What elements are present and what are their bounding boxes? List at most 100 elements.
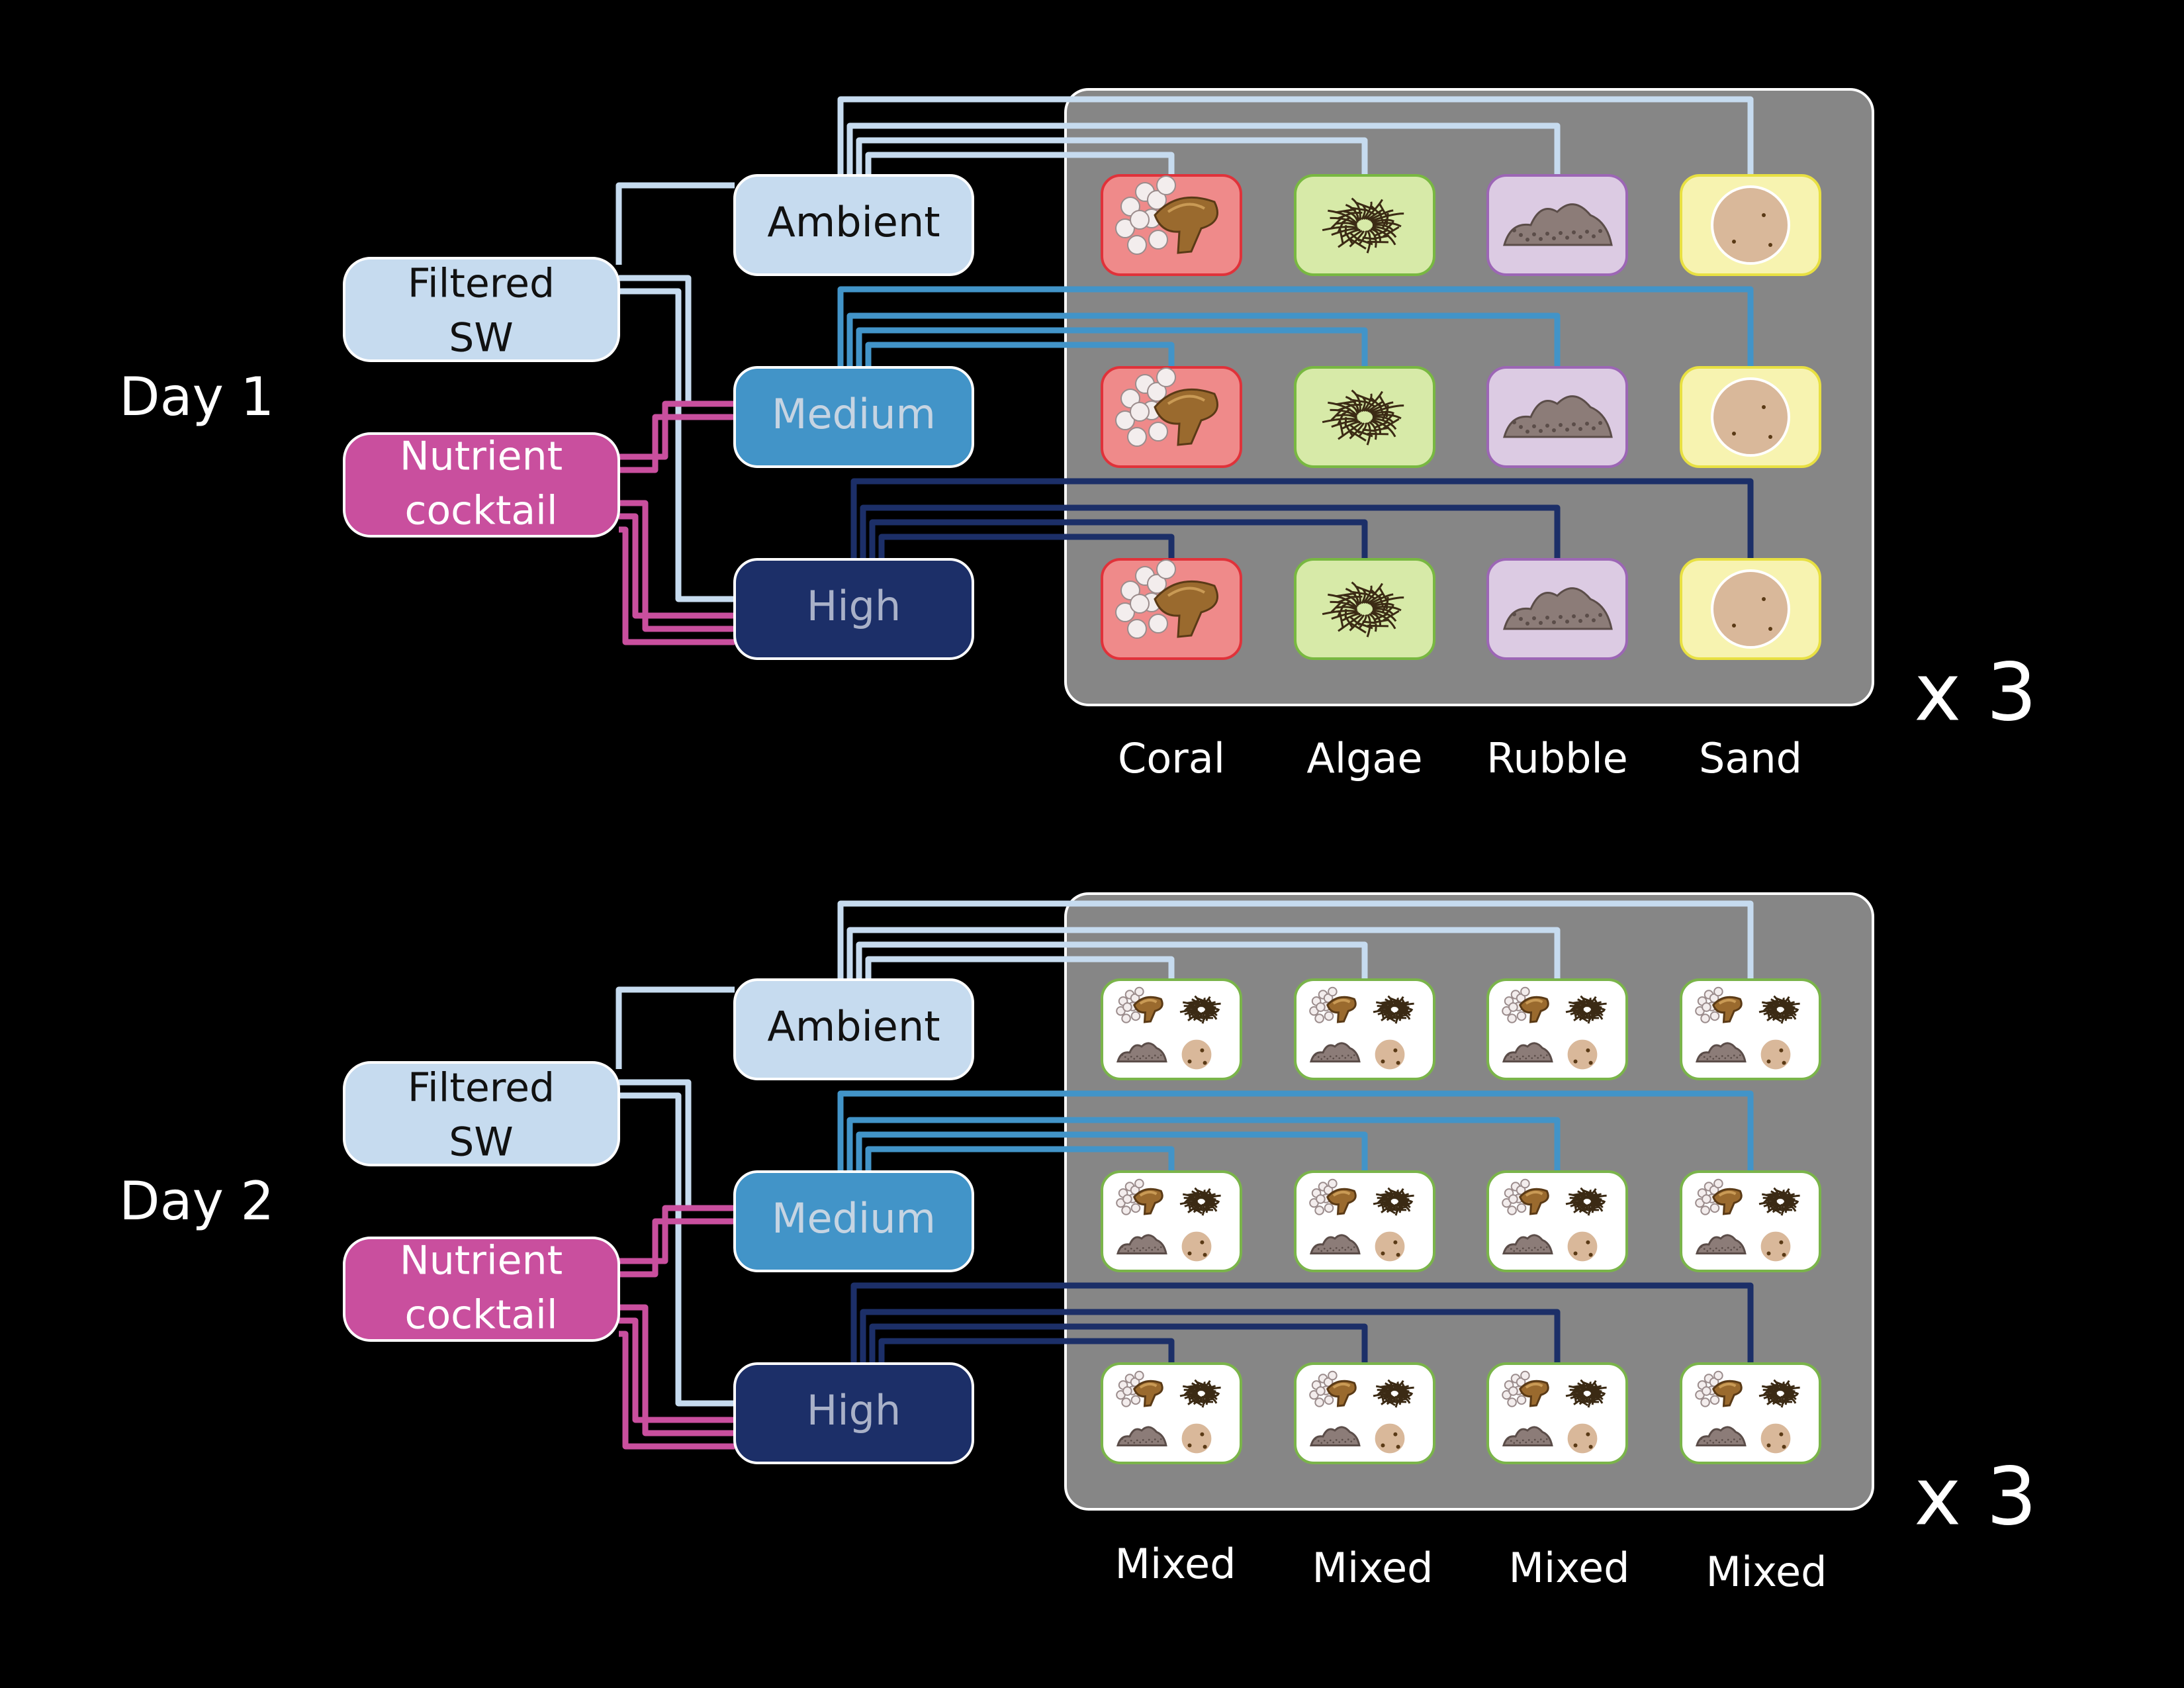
filtered-to-high: [619, 288, 735, 602]
algae-chamber: [1294, 366, 1435, 468]
substrate-label-1: Mixed: [1115, 1540, 1236, 1588]
day-label: Day 1: [119, 366, 274, 428]
sand-chamber: [1680, 558, 1821, 660]
high-treatment-box: [733, 1362, 974, 1464]
source-connectors: [615, 182, 735, 645]
pipe-row2-col4: [837, 1090, 1754, 1172]
pipe-row3-col1: [878, 534, 1175, 559]
mixed-community-icon: [1309, 1178, 1414, 1264]
filtered-sw-label-line2: SW: [449, 1119, 513, 1166]
coral-icon: [1115, 175, 1218, 255]
day2-section: FilteredSWNutrientcocktailAmbientMediumH…: [119, 892, 2037, 1596]
chamber-tile: [1294, 1170, 1435, 1272]
pipe-row1-col4: [837, 900, 1754, 980]
rubble-icon: [1503, 203, 1613, 246]
pipe-row2-col3: [846, 1117, 1561, 1172]
nutrient-to-high-3: [619, 526, 735, 645]
mixed-chamber: [1101, 978, 1242, 1080]
day1-section: FilteredSWNutrientcocktailAmbientMediumH…: [119, 88, 2037, 782]
sand-icon: [1711, 569, 1790, 649]
pipe-row2-col2: [856, 1131, 1368, 1172]
mixed-community-icon: [1695, 1370, 1800, 1456]
mixed-community-icon: [1502, 986, 1607, 1072]
pipe-row3-col3: [860, 504, 1561, 559]
filtered-sw-label-line1: Filtered: [408, 261, 555, 307]
replicates-label: x 3: [1914, 647, 2037, 739]
medium-treatment-box: [733, 366, 974, 468]
tank-panel: [1064, 892, 1874, 1511]
chamber-tile: [1680, 978, 1821, 1080]
rubble-icon: [1503, 395, 1613, 438]
substrate-label-3: Mixed: [1508, 1544, 1629, 1592]
coral-chamber: [1101, 174, 1242, 276]
nutrient-to-medium-1: [619, 1205, 735, 1264]
nutrient-to-medium-2: [619, 1218, 735, 1278]
algae-chamber: [1294, 558, 1435, 660]
pipe-row3-col4: [850, 478, 1754, 559]
substrate-label-4: Mixed: [1706, 1548, 1827, 1596]
chamber-tile: [1680, 1170, 1821, 1272]
nutrient-label-line2: cocktail: [404, 488, 557, 534]
pipe-row1-col2: [856, 941, 1368, 980]
ambient-label: Ambient: [767, 1002, 940, 1051]
pipe-row2-col1: [865, 342, 1175, 367]
nutrient-label-line1: Nutrient: [400, 434, 563, 480]
nutrient-to-high-1: [619, 1304, 735, 1436]
rubble-chamber: [1486, 366, 1628, 468]
mixed-chamber: [1101, 1170, 1242, 1272]
pipe-row2-col3: [846, 312, 1561, 367]
mixed-community-icon: [1695, 1178, 1800, 1264]
sand-chamber: [1680, 366, 1821, 468]
source-connectors: [615, 986, 735, 1450]
mixed-chamber: [1680, 978, 1821, 1080]
pipe-row3-col2: [869, 519, 1368, 559]
mixed-community-icon: [1502, 1370, 1607, 1456]
chamber-tile: [1680, 1362, 1821, 1464]
rubble-chamber: [1486, 174, 1628, 276]
filtered-sw-box: [343, 1061, 620, 1166]
chamber-tile: [1486, 978, 1628, 1080]
mixed-community-icon: [1695, 986, 1800, 1072]
mixed-chamber: [1680, 1170, 1821, 1272]
pipe-row1-col3: [846, 927, 1561, 980]
filtered-to-high: [619, 1092, 735, 1407]
nutrient-to-high-1: [619, 500, 735, 632]
pipe-row3-col1: [878, 1338, 1175, 1364]
ambient-treatment-box: [733, 978, 974, 1080]
mixed-chamber: [1294, 1362, 1435, 1464]
sand-icon: [1711, 377, 1790, 457]
nutrient-label-line1: Nutrient: [400, 1238, 563, 1284]
chamber-tile: [1294, 558, 1435, 660]
coral-chamber: [1101, 366, 1242, 468]
pipe-row1-col2: [856, 137, 1368, 175]
high-label: High: [807, 582, 901, 630]
medium-treatment-box: [733, 1170, 974, 1272]
chamber-tile: [1294, 1362, 1435, 1464]
nutrient-to-high-3: [619, 1331, 735, 1450]
mixed-chamber: [1294, 978, 1435, 1080]
filtered-to-ambient: [615, 182, 735, 265]
pipe-row3-col4: [850, 1282, 1754, 1364]
medium-label: Medium: [772, 390, 936, 438]
coral-chamber: [1101, 558, 1242, 660]
mixed-chamber: [1486, 1362, 1628, 1464]
replicates-label: x 3: [1914, 1452, 2037, 1544]
algae-icon: [1322, 389, 1404, 445]
treatment-pipes: [837, 96, 1754, 559]
filtered-sw-box: [343, 257, 620, 362]
pipe-row1-col1: [865, 152, 1175, 175]
nutrient-to-medium-1: [619, 400, 735, 460]
algae-chamber: [1294, 174, 1435, 276]
chamber-tile: [1486, 1362, 1628, 1464]
rubble-icon: [1503, 587, 1613, 630]
algae-icon: [1322, 581, 1404, 637]
nutrient-cocktail-box: [343, 432, 620, 538]
treatment-pipes: [837, 900, 1754, 1364]
mixed-community-icon: [1116, 1370, 1221, 1456]
substrate-label-2: Mixed: [1312, 1544, 1433, 1592]
pipe-row1-col3: [846, 122, 1561, 175]
chamber-tile: [1294, 978, 1435, 1080]
mixed-community-icon: [1502, 1178, 1607, 1264]
chamber-tile: [1294, 366, 1435, 468]
medium-label: Medium: [772, 1194, 936, 1243]
